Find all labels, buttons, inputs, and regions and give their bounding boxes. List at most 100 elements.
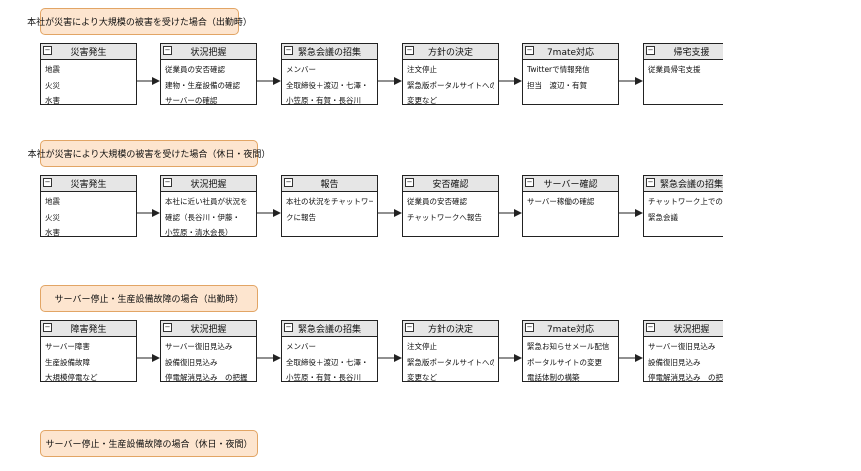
step-line: 確認（長谷川・伊藤・ bbox=[165, 212, 240, 222]
step-box: −報告本社の状況をチャットワークに報告 bbox=[281, 175, 378, 237]
step-body: 従業員の安否確認チャットワークへ報告 bbox=[403, 192, 498, 225]
step-heading: 緊急会議の招集 bbox=[659, 180, 723, 190]
scenario-label: サーバー停止・生産設備故障の場合（休日・夜間） bbox=[40, 430, 258, 457]
step-box: −7mate対応緊急お知らせメール配信ポータルサイトの変更電話体制の構築 bbox=[522, 320, 619, 382]
step-header: − 帰宅支援 bbox=[644, 44, 723, 60]
step-box: − 安否確認従業員の安否確認チャットワークへ報告 bbox=[402, 175, 499, 237]
step-header: −状況把握 bbox=[644, 321, 723, 337]
step-line: 停電解消見込み の把握 bbox=[648, 373, 723, 382]
step-header: −緊急会議の招集 bbox=[282, 321, 377, 337]
minus-box-icon[interactable]: − bbox=[163, 323, 172, 332]
step-heading: 緊急会議の招集 bbox=[297, 48, 361, 58]
step-line: 火災 bbox=[45, 212, 60, 222]
step-header: −報告 bbox=[282, 176, 377, 192]
step-header: − 状況把握 bbox=[161, 44, 256, 60]
step-line: 小笠原・有賀・長谷川 bbox=[286, 96, 361, 105]
step-line: 水害 bbox=[45, 96, 60, 105]
step-heading: 災害発生 bbox=[70, 180, 107, 190]
step-heading: 安否確認 bbox=[432, 180, 469, 190]
step-body: 地震火災水害 bbox=[41, 192, 136, 241]
minus-box-icon[interactable]: − bbox=[43, 178, 52, 187]
minus-box-icon[interactable]: − bbox=[43, 323, 52, 332]
scenario-label: サーバー停止・生産設備故障の場合（出勤時） bbox=[40, 285, 258, 312]
step-line: 小笠原・有賀・長谷川 bbox=[286, 373, 361, 382]
step-line: 地震 bbox=[45, 65, 60, 74]
minus-box-icon[interactable]: − bbox=[163, 46, 172, 55]
step-heading: 状況把握 bbox=[190, 48, 227, 58]
step-line: 大規模停電など bbox=[45, 373, 98, 382]
step-line: 水害 bbox=[45, 228, 60, 237]
step-header: −方針の決定 bbox=[403, 44, 498, 60]
step-line: Twitterで情報発信 bbox=[527, 65, 590, 74]
step-box: −緊急会議の招集チャットワーク上での緊急会議 bbox=[643, 175, 723, 237]
minus-box-icon[interactable]: − bbox=[405, 178, 414, 187]
step-line: メンバー bbox=[286, 342, 316, 351]
step-box: −状況把握本社に近い社員が状況を確認（長谷川・伊藤・小笠原・清水会長） bbox=[160, 175, 257, 237]
step-heading: 災害発生 bbox=[70, 48, 107, 58]
step-line: 小笠原・清水会長） bbox=[165, 228, 233, 237]
step-heading: 状況把握 bbox=[190, 180, 227, 190]
minus-box-icon[interactable]: − bbox=[163, 178, 172, 187]
minus-box-icon[interactable]: − bbox=[284, 323, 293, 332]
step-line: 停電解消見込み の把握 bbox=[165, 373, 248, 382]
step-heading: 緊急会議の招集 bbox=[297, 325, 361, 335]
minus-box-icon[interactable]: − bbox=[405, 323, 414, 332]
step-header: − 状況把握 bbox=[161, 321, 256, 337]
connector-layer bbox=[137, 77, 643, 362]
step-heading: サーバー確認 bbox=[543, 180, 598, 190]
step-line: 設備復旧見込み bbox=[648, 357, 701, 367]
step-line: メンバー bbox=[286, 65, 316, 74]
step-line: 全取締役＋渡辺・七澤・ bbox=[286, 80, 369, 90]
step-line: ポータルサイトの変更 bbox=[527, 357, 602, 367]
step-header: −緊急会議の招集 bbox=[644, 176, 723, 192]
step-line: 緊急版ポータルサイトへの bbox=[407, 80, 494, 90]
step-box: −緊急会議の招集メンバー全取締役＋渡辺・七澤・小笠原・有賀・長谷川 bbox=[281, 43, 378, 105]
minus-box-icon[interactable]: − bbox=[43, 46, 52, 55]
step-header: − 7mate対応 bbox=[523, 44, 618, 60]
step-line: チャットワークへ報告 bbox=[407, 212, 482, 222]
step-line: サーバー障害 bbox=[45, 342, 90, 351]
step-box: −緊急会議の招集メンバー全取締役＋渡辺・七澤・小笠原・有賀・長谷川 bbox=[281, 320, 378, 382]
step-heading: 方針の決定 bbox=[427, 325, 473, 335]
flow-canvas: −災害発生地震火災水害−状況把握従業員の安否確認建物・生産設備の確認サーバーの確… bbox=[40, 43, 723, 386]
minus-box-icon[interactable]: − bbox=[646, 46, 655, 55]
step-header: −緊急会議の招集 bbox=[282, 44, 377, 60]
step-box: −方針の決定注文停止緊急版ポータルサイトへの変更など bbox=[402, 43, 499, 105]
step-line: 火災 bbox=[45, 80, 60, 90]
step-body: サーバー復旧見込み設備復旧見込み停電解消見込み の把握 bbox=[644, 337, 723, 386]
step-body: 注文停止緊急版ポータルサイトへの変更など bbox=[403, 60, 498, 109]
minus-box-icon[interactable]: − bbox=[646, 323, 655, 332]
step-header: −サーバー確認 bbox=[523, 176, 618, 192]
minus-box-icon[interactable]: − bbox=[525, 46, 534, 55]
step-line: 注文停止 bbox=[407, 65, 437, 74]
step-box: − 災害発生地震火災水害 bbox=[40, 43, 137, 105]
step-line: 緊急お知らせメール配信 bbox=[527, 342, 610, 351]
step-box: − 7mate対応 Twitterで情報発信担当 渡辺・有賀 bbox=[522, 43, 619, 105]
step-body: サーバー障害生産設備故障大規模停電など bbox=[41, 337, 136, 386]
step-line: 全取締役＋渡辺・七澤・ bbox=[286, 357, 369, 367]
minus-box-icon[interactable]: − bbox=[405, 46, 414, 55]
step-header: − 災害発生 bbox=[41, 176, 136, 192]
step-heading: 障害発生 bbox=[70, 325, 107, 335]
step-body: サーバー稼働の確認 bbox=[523, 192, 618, 210]
step-header: − 安否確認 bbox=[403, 176, 498, 192]
step-body: 従業員の安否確認建物・生産設備の確認サーバーの確認 bbox=[161, 60, 256, 109]
step-line: 担当 渡辺・有賀 bbox=[527, 80, 587, 90]
minus-box-icon[interactable]: − bbox=[646, 178, 655, 187]
minus-box-icon[interactable]: − bbox=[525, 323, 534, 332]
step-heading: 7mate対応 bbox=[546, 48, 595, 58]
step-heading: 帰宅支援 bbox=[673, 48, 710, 58]
minus-box-icon[interactable]: − bbox=[525, 178, 534, 187]
step-box: −状況把握サーバー復旧見込み設備復旧見込み停電解消見込み の把握 bbox=[160, 320, 257, 382]
step-box: −障害発生サーバー障害生産設備故障大規模停電など bbox=[40, 320, 137, 382]
minus-box-icon[interactable]: − bbox=[284, 178, 293, 187]
step-line: チャットワーク上での bbox=[648, 197, 723, 206]
step-heading: 状況把握 bbox=[190, 325, 227, 335]
step-body: 注文停止緊急版ポータルサイトへの変更など bbox=[403, 337, 498, 386]
step-line: 緊急版ポータルサイトへの bbox=[407, 357, 494, 367]
step-line: 変更など bbox=[407, 373, 437, 382]
minus-box-icon[interactable]: − bbox=[284, 46, 293, 55]
step-box: −災害発生地震火災水害 bbox=[40, 175, 137, 237]
step-box: −状況把握従業員の安否確認建物・生産設備の確認サーバーの確認 bbox=[160, 43, 257, 105]
step-line: 電話体制の構築 bbox=[527, 373, 580, 382]
